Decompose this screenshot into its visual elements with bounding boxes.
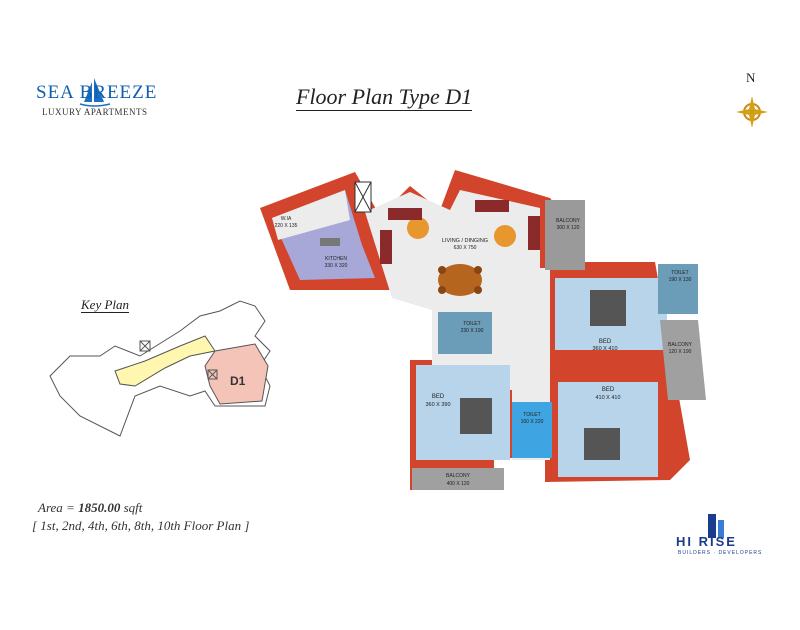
compass-icon: N <box>732 70 772 130</box>
bed-bottom-label: BED <box>602 387 615 393</box>
area-unit: sqft <box>120 500 143 515</box>
toilet-mid-size: 230 X 190 <box>461 328 484 334</box>
wardrobe-label: W.IA <box>281 216 292 222</box>
brand-name: HI RISE <box>676 534 737 549</box>
hi-rise-logo: HI RISE BUILDERS · DEVELOPERS <box>676 512 766 558</box>
area-value: 1850.00 <box>78 500 121 515</box>
balcony-right-size: 120 X 190 <box>669 349 692 355</box>
bed-bottom-size: 410 X 410 <box>595 395 620 401</box>
bed-left-label: BED <box>432 394 445 400</box>
brand-tagline: BUILDERS · DEVELOPERS <box>678 550 763 556</box>
toilet-small-size: 160 X 220 <box>521 419 544 425</box>
living-label: LIVING / DINGING <box>442 238 488 244</box>
page-title: Floor Plan Type D1 <box>296 84 473 111</box>
bed-right-size: 360 X 410 <box>592 346 617 352</box>
balcony-top <box>545 200 585 270</box>
key-plan-unit-label: D1 <box>230 374 246 388</box>
toilet-right <box>658 264 698 314</box>
bed-right-label: BED <box>599 339 612 345</box>
toilet-mid <box>438 312 492 354</box>
logo-title: SEA BREEZE <box>36 82 158 103</box>
sea-breeze-logo: SEA BREEZE LUXURY APARTMENTS <box>32 74 166 124</box>
balcony-right <box>660 320 706 400</box>
toilet-right-size: 190 X 130 <box>669 277 692 283</box>
toilet-right-label: TOILET <box>671 270 688 276</box>
north-label: N <box>746 70 756 85</box>
wardrobe-size: 220 X 135 <box>275 223 298 229</box>
floor-plan-diagram: W.IA 220 X 135 KITCHEN 330 X 320 LIVING … <box>260 170 706 490</box>
key-plan-diagram: D1 <box>49 300 271 437</box>
area-prefix: Area = <box>38 500 79 515</box>
toilet-small-label: TOILET <box>523 412 540 418</box>
kitchen-label: KITCHEN <box>325 256 347 262</box>
area-text: Area = 1850.00 sqft <box>38 500 142 516</box>
toilet-small <box>512 402 552 458</box>
balcony-bottom-label: BALCONY <box>446 473 471 479</box>
key-plan-title: Key Plan <box>81 297 130 313</box>
balcony-bottom-size: 400 X 120 <box>447 481 470 487</box>
floors-text: [ 1st, 2nd, 4th, 6th, 8th, 10th Floor Pl… <box>32 518 250 533</box>
balcony-bottom <box>412 468 504 490</box>
logo-subtitle: LUXURY APARTMENTS <box>42 107 148 117</box>
living-size: 630 X 750 <box>454 245 477 251</box>
balcony-top-size: 300 X 120 <box>557 225 580 231</box>
balcony-right-label: BALCONY <box>668 342 693 348</box>
bed-left-size: 360 X 390 <box>425 402 450 408</box>
toilet-mid-label: TOILET <box>463 321 480 327</box>
kitchen-size: 330 X 320 <box>325 263 348 269</box>
balcony-top-label: BALCONY <box>556 218 581 224</box>
wardrobe-room <box>272 190 350 240</box>
